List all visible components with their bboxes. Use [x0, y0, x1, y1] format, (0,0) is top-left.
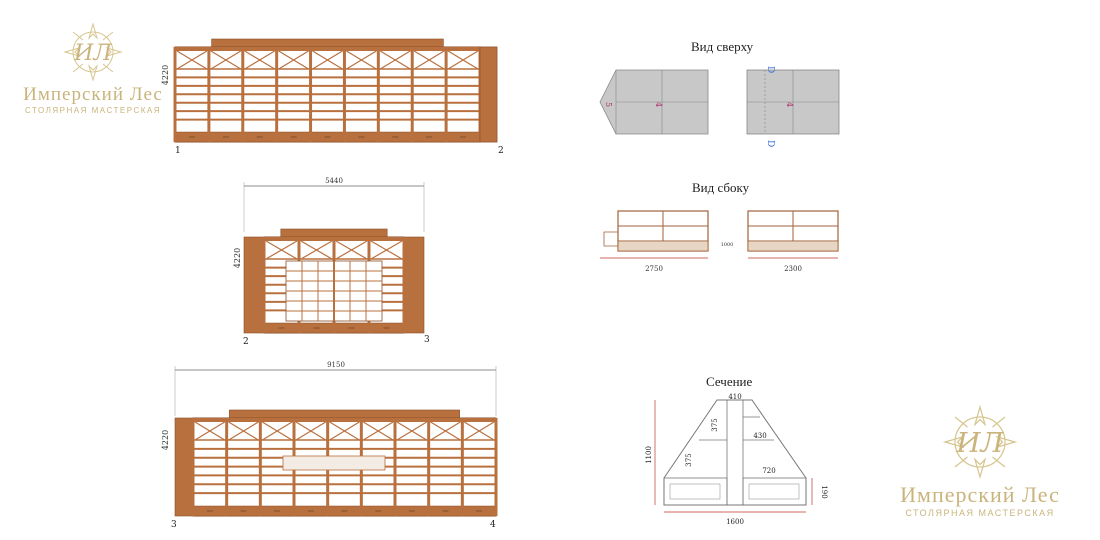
- x-brace: [413, 50, 445, 70]
- section-dim-375a: 375: [711, 418, 719, 431]
- brand-name: Имперский Лес: [900, 482, 1060, 507]
- corner-label-2b: 2: [243, 337, 249, 347]
- side-dim-2300: 2300: [784, 265, 802, 273]
- x-brace: [346, 50, 377, 70]
- top-view-title: Вид сверху: [691, 39, 754, 54]
- monogram-text: ИЛ: [956, 427, 1005, 459]
- section-view: 410 375 430 375 720 1100 190 1600: [645, 393, 828, 526]
- brand-name: Имперский Лес: [23, 84, 163, 105]
- monogram-text: ИЛ: [73, 41, 112, 66]
- side-view-title: Вид сбоку: [692, 180, 750, 195]
- front-height-label: 4220: [161, 65, 170, 85]
- end-panel: [479, 46, 498, 143]
- corner-label-4: 4: [490, 520, 496, 530]
- middle-width-label: 5440: [325, 177, 343, 185]
- left-end-panel: [243, 236, 265, 334]
- corner-label-2: 2: [498, 146, 504, 156]
- top-label-4b: 4: [785, 102, 794, 107]
- long-height-label: 4220: [161, 430, 170, 450]
- section-view-title: Сечение: [706, 374, 753, 389]
- x-brace: [228, 421, 259, 441]
- top-label-d2: D: [765, 140, 775, 147]
- centre-glazing: [282, 455, 386, 471]
- long-elevation: [174, 409, 498, 517]
- side-view: 2750 1000 2300: [600, 210, 839, 273]
- x-brace: [363, 421, 394, 441]
- right-end-panel: [403, 236, 425, 334]
- x-brace: [295, 421, 326, 441]
- middle-height-label: 4220: [233, 248, 242, 268]
- x-brace: [396, 421, 427, 441]
- top-rail: [193, 418, 496, 422]
- brand-logo-top: ИЛ Имперский Лес СТОЛЯРНАЯ МАСТЕРСКАЯ: [18, 20, 168, 115]
- brand-logo-bottom: ИЛ Имперский Лес СТОЛЯРНАЯ МАСТЕРСКАЯ: [890, 402, 1070, 518]
- top-rail: [175, 47, 480, 51]
- section-dim-720: 720: [762, 467, 775, 475]
- top-label-d1: D: [765, 66, 775, 73]
- corner-label-3: 3: [424, 335, 430, 345]
- long-width-label: 9150: [327, 361, 345, 369]
- x-brace: [380, 50, 411, 70]
- x-brace: [447, 50, 479, 70]
- monogram-emblem-icon: ИЛ: [63, 22, 123, 82]
- crown-moulding: [211, 38, 444, 48]
- x-brace: [244, 50, 275, 70]
- x-brace: [335, 240, 368, 260]
- x-brace: [278, 50, 309, 70]
- front-elevation: [173, 38, 498, 143]
- x-brace: [262, 421, 293, 441]
- x-brace: [300, 240, 333, 260]
- brand-tagline: СТОЛЯРНАЯ МАСТЕРСКАЯ: [905, 508, 1055, 518]
- corner-label-1: 1: [175, 146, 181, 156]
- side-dim-1000: 1000: [721, 242, 734, 248]
- x-brace: [312, 50, 343, 70]
- brand-tagline: СТОЛЯРНАЯ МАСТЕРСКАЯ: [24, 106, 161, 115]
- x-brace: [176, 50, 208, 70]
- x-brace: [210, 50, 242, 70]
- crown-moulding: [229, 409, 460, 419]
- corner-label-3b: 3: [171, 520, 177, 530]
- section-dim-375b: 375: [685, 453, 693, 466]
- x-brace: [370, 240, 403, 260]
- section-dim-1100: 1100: [645, 446, 653, 464]
- left-end-panel: [174, 417, 194, 517]
- middle-elevation: [243, 228, 425, 334]
- section-dim-430: 430: [753, 432, 766, 440]
- side-dim-2750: 2750: [645, 265, 663, 273]
- section-dim-410: 410: [728, 393, 741, 401]
- crown-moulding: [280, 228, 388, 238]
- x-brace: [265, 240, 298, 260]
- x-brace: [329, 421, 360, 441]
- x-brace: [464, 421, 495, 441]
- top-label-4a: 4: [654, 102, 663, 107]
- top-view: 5 4 4 D D: [599, 66, 840, 147]
- monogram-emblem-icon: ИЛ: [942, 404, 1018, 480]
- x-brace: [194, 421, 225, 441]
- x-brace: [430, 421, 461, 441]
- section-dim-1600: 1600: [726, 518, 744, 526]
- section-dim-190: 190: [820, 485, 828, 498]
- top-label-5: 5: [604, 102, 613, 107]
